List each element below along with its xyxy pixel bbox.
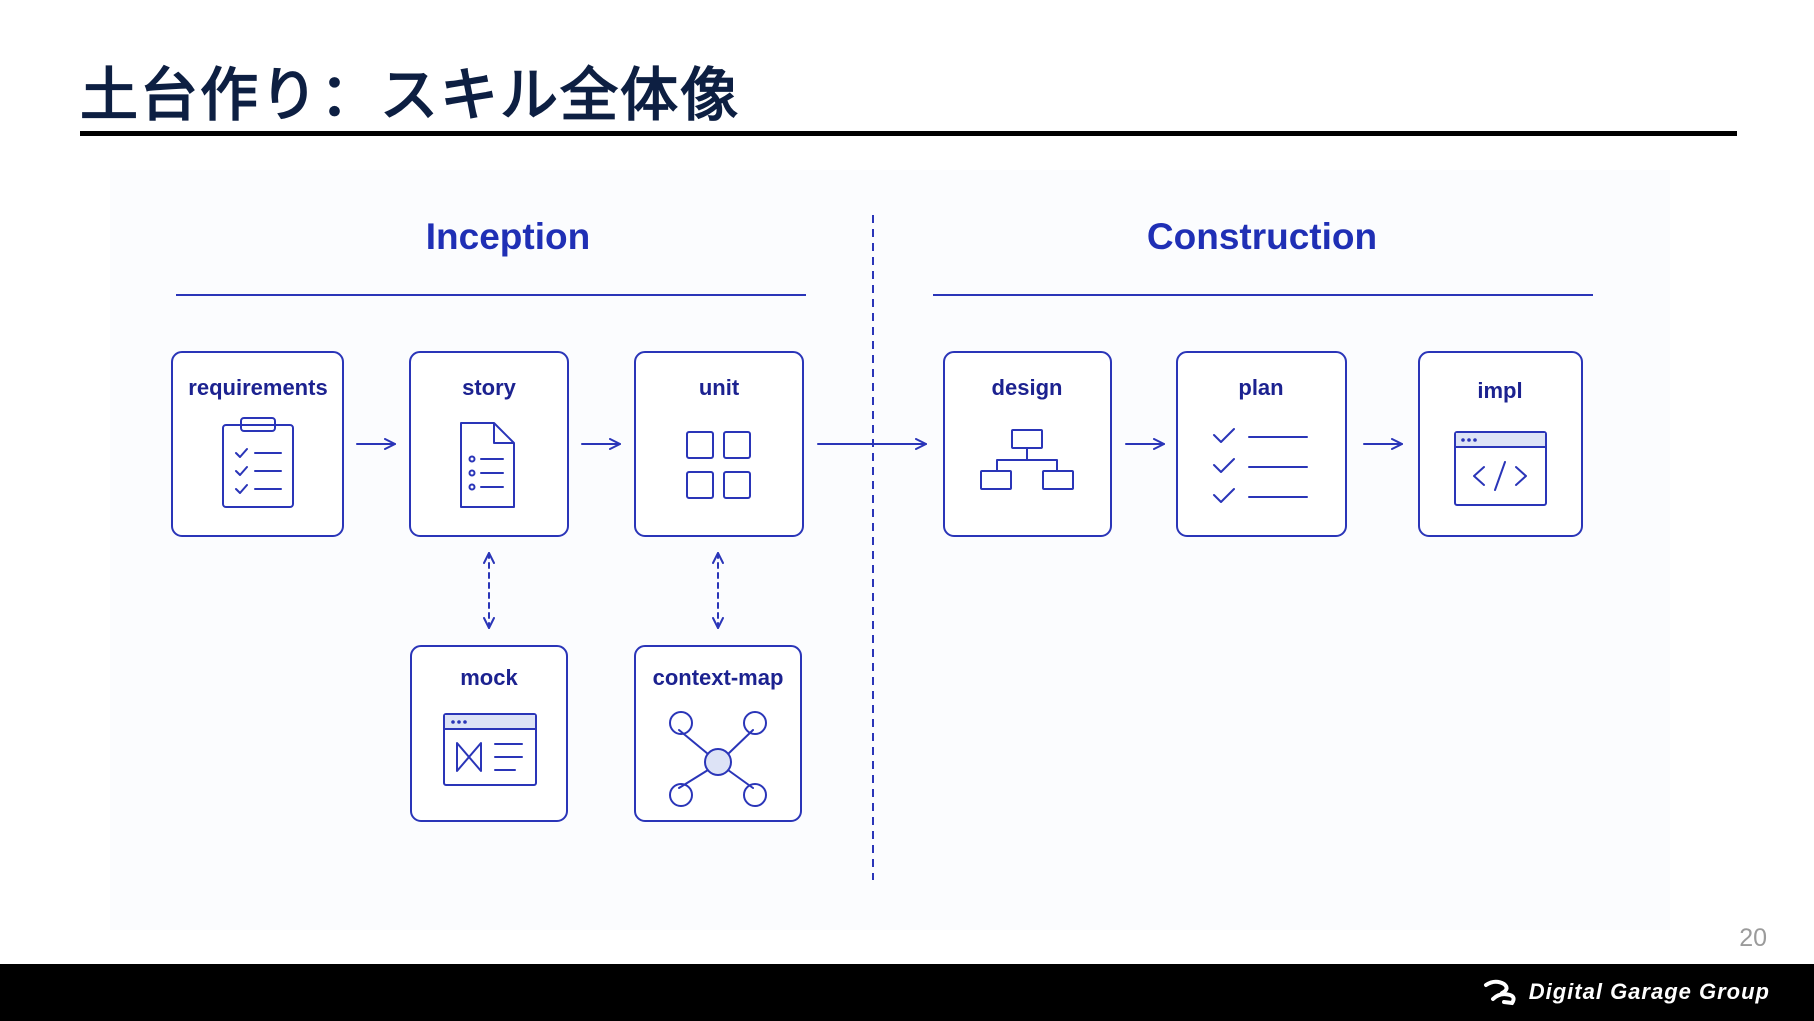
node-box: [409, 351, 569, 537]
node-label-unit: unit: [699, 375, 740, 400]
node-mock: mock: [410, 645, 568, 822]
node-box: [634, 645, 802, 822]
dg-logo-icon: [1483, 979, 1516, 1006]
skill-overview-diagram: Inception Construction requirements stor…: [171, 215, 1593, 880]
footer-bar: Digital Garage Group: [0, 964, 1814, 1021]
node-impl: impl: [1418, 351, 1583, 537]
node-label-requirements: requirements: [188, 375, 327, 400]
node-design: design: [943, 351, 1112, 537]
node-requirements: requirements: [171, 351, 344, 537]
node-label-mock: mock: [460, 665, 518, 690]
diagram-area: Inception Construction requirements stor…: [110, 170, 1670, 930]
slide-title: 土台作り：スキル全体像: [80, 61, 741, 129]
company-name: Digital Garage Group: [1528, 979, 1770, 1004]
section-title-inception: Inception: [426, 216, 590, 257]
node-plan: plan: [1176, 351, 1347, 537]
node-box: [1176, 351, 1347, 537]
node-box: [634, 351, 804, 537]
company-logo: Digital Garage Group: [1483, 978, 1770, 1006]
section-title-construction: Construction: [1147, 216, 1377, 257]
node-box: [410, 645, 568, 822]
node-label-context-map: context-map: [653, 665, 784, 690]
hierarchy-chart-icon: [980, 429, 1074, 490]
title-divider: [80, 131, 1737, 136]
node-unit: unit: [634, 351, 804, 537]
browser-wireframe-icon: [443, 713, 537, 786]
node-label-design: design: [992, 375, 1063, 400]
node-context-map: context-map: [634, 645, 802, 822]
document-list-icon: [460, 422, 515, 508]
node-box: [171, 351, 344, 537]
page-number: 20: [1739, 924, 1767, 952]
network-hub-icon: [669, 711, 767, 807]
clipboard-checklist-icon: [222, 417, 294, 508]
node-story: story: [409, 351, 569, 537]
node-label-impl: impl: [1477, 378, 1522, 403]
code-window-icon: [1454, 431, 1547, 506]
node-label-plan: plan: [1238, 375, 1283, 400]
checklist-icon: [1213, 428, 1308, 503]
grid-squares-icon: [686, 431, 751, 499]
node-label-story: story: [462, 375, 517, 400]
